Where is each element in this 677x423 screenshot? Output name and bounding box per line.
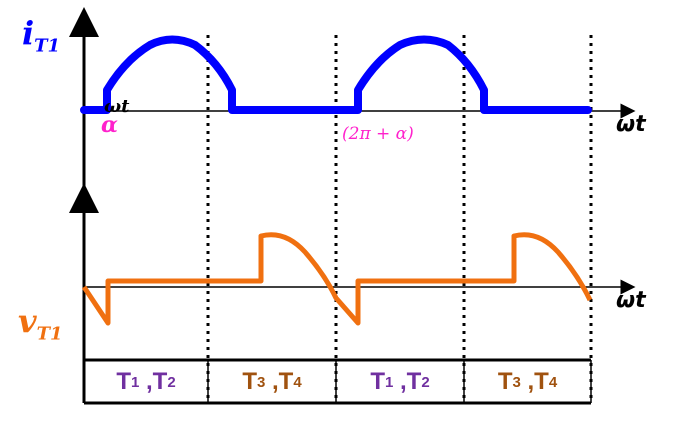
current-axis-label: iT1 xyxy=(22,14,61,57)
two-pi-plus-alpha-label: (2π + α) xyxy=(342,124,414,144)
period-dividers xyxy=(206,35,593,402)
voltage-axis-label: vT1 xyxy=(18,302,63,345)
current-waveform xyxy=(80,35,592,114)
omega-t-inline-label: ωt xyxy=(104,96,130,117)
alpha-label: α xyxy=(101,112,118,138)
conduction-table xyxy=(84,358,592,405)
omega-t-top-label: ωt xyxy=(616,112,646,137)
omega-t-bottom-label: ωt xyxy=(616,288,646,313)
voltage-waveform xyxy=(81,232,593,326)
